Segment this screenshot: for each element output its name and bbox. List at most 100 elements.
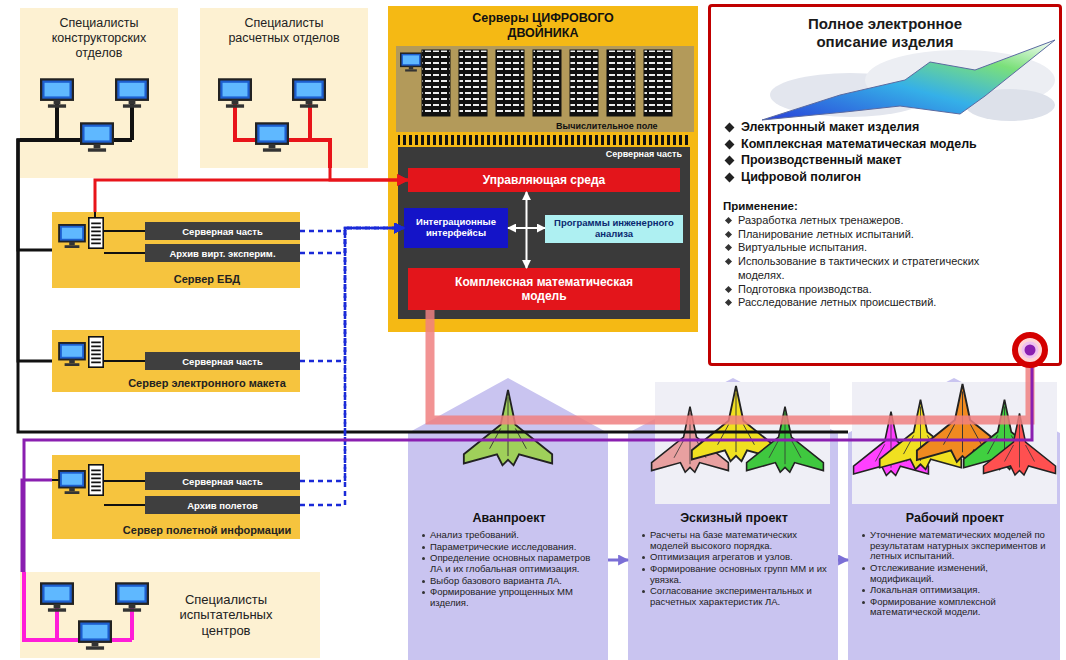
server-racks <box>570 50 598 116</box>
node-text: Подготовка производства. <box>723 283 1028 297</box>
node-heading: Комплексная математическая модель <box>444 275 644 304</box>
server-icons <box>89 465 103 495</box>
connector <box>18 140 848 432</box>
node-heading: Серверная часть <box>182 226 263 237</box>
connectors <box>18 140 1032 572</box>
project-stage-aircraft <box>984 414 1056 476</box>
connector <box>430 310 1030 420</box>
connector <box>95 180 408 212</box>
hub-circle <box>1015 335 1045 365</box>
workstation-icons <box>219 79 251 107</box>
node-text: Формирование упрощенных ММ изделия. <box>420 587 598 608</box>
workstation-icons <box>41 79 73 107</box>
interface-box: Интеграционные интерфейсы <box>404 208 508 248</box>
node-text: Производственный макет <box>723 152 1047 169</box>
node-heading: Серверная часть <box>182 476 263 487</box>
node-text: Расчеты на базе математических моделей в… <box>640 530 828 551</box>
connector <box>18 140 52 250</box>
node-heading: Специалисты испытательных центров <box>156 592 296 639</box>
connector <box>22 480 52 572</box>
node-text: Оптимизация агрегатов и узлов. <box>640 552 828 563</box>
node-heading: Серверная часть <box>606 149 682 159</box>
server-icons <box>52 212 145 505</box>
model-box: Комплексная математическая модель <box>408 268 680 310</box>
server-bar: Серверная часть <box>145 222 300 240</box>
node-heading: Эскизный проект <box>640 511 828 525</box>
workstation-icons <box>293 79 325 107</box>
workstation-icons <box>20 104 132 140</box>
node-heading: Серверная часть <box>182 356 263 367</box>
project-stage-aircraft <box>854 412 929 476</box>
server-bar: Серверная часть <box>145 352 300 370</box>
aircraft-render <box>965 89 1055 121</box>
node-text: Формирование основных групп ММ и их увяз… <box>640 564 828 585</box>
team-panel: Специалисты испытательных центров <box>20 572 320 658</box>
workstation-icons <box>235 104 330 168</box>
server-panel: Сервер полетной информацииСерверная част… <box>52 455 300 539</box>
project-stage-aircraft <box>464 382 1057 504</box>
server-racks <box>607 50 635 116</box>
server-icons <box>52 212 145 505</box>
server-racks <box>459 50 487 116</box>
node-heading: Управляющая среда <box>483 173 606 187</box>
node-heading: Специалисты конструкторских отделов <box>34 16 164 61</box>
server-icons <box>89 337 103 367</box>
node-text: Локальная оптимизация. <box>860 585 1050 596</box>
workstation-icons <box>116 79 148 107</box>
connector <box>838 559 848 562</box>
server-bar: Архив полетов <box>145 496 300 514</box>
node-text: Отслеживание изменений, модификаций. <box>860 563 1050 584</box>
node-text: Выбор базового варианта ЛА. <box>420 576 598 587</box>
project-stage-aircraft <box>747 407 824 473</box>
connector <box>526 192 528 268</box>
node-text: Комплексная математическая модель <box>723 136 1047 153</box>
node-text: Параметрические исследования. <box>420 542 598 553</box>
node-text: Расследование летных происшествий. <box>723 296 1028 310</box>
node-text: Цифровой полигон <box>723 169 1047 186</box>
project-stage-aircraft <box>464 390 552 465</box>
node-text: Разработка летных тренажеров. <box>723 214 1028 228</box>
project-stage-aircraft <box>852 382 1057 504</box>
aircraft-render <box>770 73 930 117</box>
aircraft-render <box>762 40 1055 120</box>
workstation-icons <box>41 583 73 611</box>
node-heading: Сервер электронного макета <box>128 377 286 389</box>
server-racks <box>396 46 694 132</box>
connector <box>330 168 408 180</box>
workstation-icons <box>256 123 288 151</box>
team-panel: Специалисты расчетных отделов <box>200 8 368 168</box>
server-bar: Серверная часть <box>145 472 300 490</box>
hub-circle <box>1015 335 1045 365</box>
label-box: Вычислительное поле <box>556 121 658 131</box>
aircraft-render <box>762 40 1055 121</box>
server-racks <box>533 50 561 116</box>
connector <box>508 227 545 229</box>
chevron-shape <box>848 378 1060 660</box>
team-panel: Специалисты конструкторских отделов <box>20 8 178 178</box>
workstation-icons <box>116 583 148 611</box>
node-text: Согласование экспериментальных и расчетн… <box>640 586 828 607</box>
server-racks <box>396 46 694 145</box>
node-heading: Сервер ЕБД <box>174 273 240 285</box>
connector <box>300 228 404 361</box>
chevron-shape <box>408 378 608 660</box>
aircraft-render <box>865 50 1055 110</box>
project-stage-aircraft <box>880 400 962 470</box>
node-heading: Аванпроект <box>420 511 598 525</box>
workstation-icons <box>79 621 111 649</box>
stage-chevron: Рабочий проектУточнение математических м… <box>848 378 1060 660</box>
server-part: Серверная частьУправляющая средаИнтеграц… <box>398 147 690 319</box>
server-icons <box>59 471 85 494</box>
control-box: Управляющая среда <box>408 168 680 192</box>
hub-circle <box>1023 343 1037 357</box>
server-panel: Сервер электронного макета Серверная част… <box>52 330 300 392</box>
server-icons <box>89 218 103 248</box>
connector <box>24 366 1032 572</box>
node-heading: Программы инженерного анализа <box>549 218 679 240</box>
project-stage-aircraft <box>692 386 780 461</box>
node-text: Формирование комплексной математической … <box>860 597 1050 618</box>
connector <box>300 228 404 231</box>
connector <box>300 228 404 481</box>
